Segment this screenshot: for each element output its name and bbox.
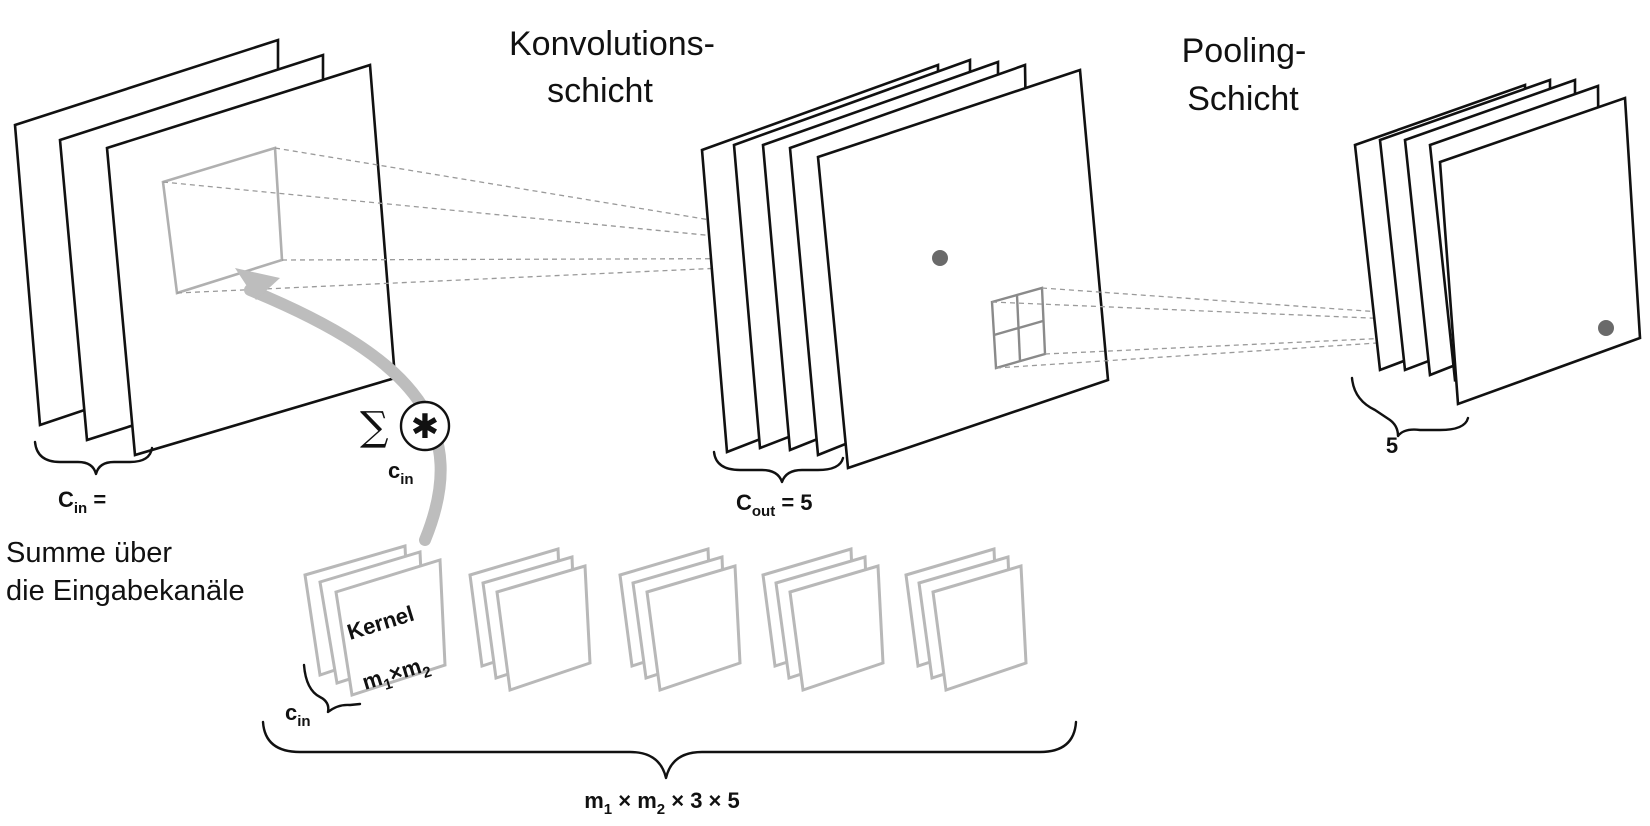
pool-title-line1: Pooling-	[1182, 32, 1307, 70]
sigma-symbol: ∑	[360, 404, 389, 450]
arrow-head	[235, 268, 280, 300]
conv-output-dot	[932, 250, 948, 266]
pool-channel-count: 5	[1386, 433, 1398, 458]
kernel-group-3	[618, 547, 742, 693]
sum-text-line2: die Eingabekanäle	[6, 575, 245, 607]
sum-text-line1: Summe über	[6, 537, 172, 569]
kernel-cin-label: cin	[285, 700, 311, 730]
convolution-operator-circle	[399, 400, 451, 452]
total-params-brace	[261, 720, 1078, 780]
input-feature-maps	[13, 38, 397, 457]
conv-channels-brace	[712, 450, 845, 484]
pool-panel-5	[1438, 96, 1642, 406]
sigma-subscript: cin	[388, 458, 414, 488]
cout-label: Cout = 5	[736, 490, 813, 520]
input-channels-brace	[33, 440, 154, 476]
pool-feature-maps	[1353, 78, 1642, 406]
conv-panel-5	[816, 68, 1110, 470]
cin-label: Cin =	[58, 487, 106, 517]
conv-title-line2: schicht	[547, 72, 653, 110]
kernel-group-4	[761, 547, 885, 693]
kernel-cin-brace	[302, 663, 362, 714]
pool-channels-brace	[1350, 376, 1470, 438]
convolution-arrow	[235, 268, 447, 546]
kernel-group-1	[303, 544, 447, 697]
pool-output-dot	[1598, 320, 1614, 336]
conv-title-line1: Konvolutions-	[509, 25, 715, 63]
kernel-group-2	[468, 547, 592, 693]
total-params-label: m1 × m2 × 3 × 5	[584, 788, 740, 818]
conv-feature-maps	[700, 58, 1110, 470]
convolution-operator: ✱	[411, 407, 440, 447]
kernel-group-5	[904, 547, 1028, 693]
kernel-groups	[303, 544, 1028, 697]
pool-title-line2: Schicht	[1187, 80, 1299, 118]
